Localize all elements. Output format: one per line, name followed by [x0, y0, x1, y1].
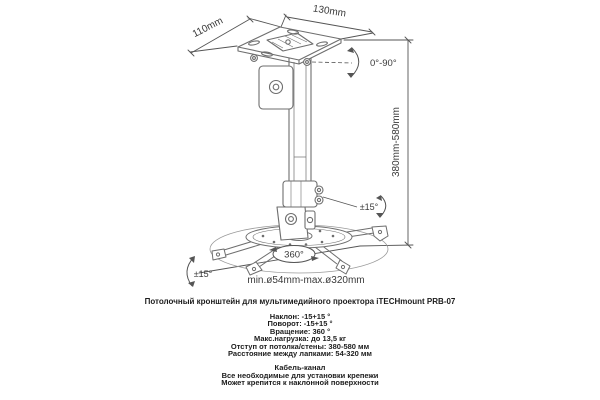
clamp-knob [314, 185, 324, 195]
spec-line-feet-distance: Расстояние между лапками: 54-320 мм [228, 349, 372, 359]
label-rotation: 360° [284, 250, 304, 261]
leg-right-hole [377, 229, 383, 235]
plate-recess [266, 32, 314, 52]
dim-110-line [190, 18, 251, 54]
ceiling-plate [237, 26, 342, 65]
clamp-body [282, 180, 318, 208]
leg-front-left-hole [251, 266, 257, 272]
lower-clamp [282, 180, 324, 208]
spec-line-tilt: Наклон: -15+15 ° [269, 312, 331, 321]
tilt-knob [268, 79, 284, 95]
label-swivel-left: ±15° [194, 269, 213, 279]
swivel-left-arc-arrows [188, 256, 195, 287]
dim-height-ticks [404, 36, 412, 249]
joint-side-piece [304, 210, 316, 230]
swivel-right-arc-arrows [376, 195, 383, 218]
label-height-range: 380mm-580mm [391, 107, 402, 177]
plate-bolt-left [250, 54, 258, 62]
label-plate-width: 130mm [312, 3, 347, 19]
tilt-leader-dashed [311, 61, 353, 64]
leg-front-right-foot [335, 259, 351, 275]
label-base-diameter: min.ø54mm-max.ø320mm [247, 275, 364, 286]
swivel-right-leader [322, 196, 358, 208]
spec-line-max-load: Макс.нагрузка: до 13,5 кг [253, 334, 347, 344]
leg-left-hole [215, 252, 221, 257]
leg-front-left-foot [245, 261, 263, 276]
tilt-knob-center [272, 83, 280, 91]
product-title: Потолочный кронштейн для мультимедийного… [144, 297, 456, 306]
dim-130-line [286, 16, 373, 33]
tilt-bracket [258, 65, 294, 110]
ball-joint [276, 206, 316, 241]
leg-front-right-hole [340, 264, 346, 270]
clamp-seams [290, 181, 302, 207]
ceiling-plate-edge [237, 39, 342, 65]
plate-bolt-right [303, 58, 311, 66]
plate-slot [316, 41, 328, 47]
dim-110-ticks [187, 15, 254, 57]
dimension-labels: 110mm 130mm 0°-90° 380mm-580mm ±15° ±15°… [191, 3, 402, 286]
plate-bolt-right-center [305, 60, 309, 64]
dim-110-ext2 [247, 17, 282, 28]
label-tilt-range: 0°-90° [370, 58, 397, 69]
plate-slot [261, 51, 273, 57]
spec-list: Наклон: -15+15 ° Поворот: -15+15 ° Враще… [0, 313, 600, 358]
spec-line-rotation: Вращение: 360 ° [269, 326, 331, 336]
feature-list: Кабель-канал Все необходимые для установ… [0, 364, 600, 387]
spec-line-ceiling-offset: Отступ от потолка/стены: 380-580 мм [230, 341, 370, 351]
feature-line-sloped-surface: Может крепится к наклонной поверхности [221, 378, 379, 387]
plate-slot [248, 40, 260, 46]
clamp-knob-center [316, 187, 322, 193]
tilt-arc-arrows [347, 47, 354, 78]
telescopic-pole [250, 54, 312, 203]
pole-inner [293, 62, 307, 200]
dimension-lines [187, 13, 414, 274]
dim-130-ext2 [340, 32, 374, 40]
tilt-arc [350, 47, 360, 78]
plate-bolt-left-center [252, 56, 256, 60]
leg-left-foot [211, 248, 227, 261]
feature-line-cable-channel: Кабель-канал [274, 363, 326, 372]
joint-side-bolt [306, 216, 314, 224]
rotation-oval [272, 245, 316, 263]
clamp-knob-center [316, 197, 322, 203]
plate-center-hole [285, 39, 291, 45]
joint-bracket [276, 206, 309, 241]
projector-mount-technical-drawing: 110mm 130mm 0°-90° 380mm-580mm ±15° ±15°… [186, 3, 414, 287]
feature-line-hardware-included: Все необходимые для установки крепежи [221, 370, 379, 380]
dim-130-ticks [283, 13, 376, 36]
joint-bolt-center [288, 216, 294, 222]
joint-bolt [284, 212, 298, 226]
clamp-knob [314, 195, 324, 205]
annotations [186, 47, 387, 287]
spec-line-swivel: Поворот: -15+15 ° [267, 319, 333, 329]
label-swivel-right: ±15° [360, 202, 379, 212]
dim-130-ext1 [280, 14, 287, 28]
rotation-oval-arrows [269, 247, 319, 261]
dim-110-ext1 [189, 45, 238, 53]
